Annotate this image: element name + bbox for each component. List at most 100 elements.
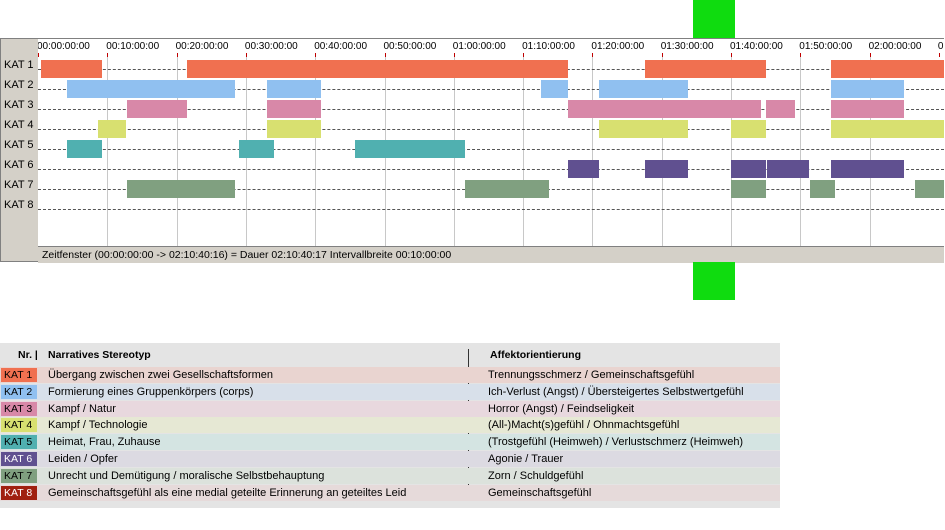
segment-kat-3[interactable] (765, 100, 796, 118)
segment-kat-7[interactable] (464, 180, 550, 198)
grid-line (869, 57, 871, 246)
segment-kat-3[interactable] (568, 100, 762, 118)
affekt-text: Agonie / Trauer (488, 453, 564, 465)
header-nr: Nr. | (18, 349, 38, 361)
time-tick-label: 00:50:00:00 (383, 41, 437, 52)
segment-kat-7[interactable] (126, 180, 235, 198)
stereotyp-text: Leiden / Opfer (48, 453, 118, 465)
affekt-text: Trennungsschmerz / Gemeinschaftsgefühl (488, 369, 695, 381)
segment-kat-5[interactable] (238, 140, 274, 158)
time-tick-mark (869, 53, 871, 57)
segment-kat-6[interactable] (731, 160, 766, 178)
time-tick-mark (453, 53, 455, 57)
grid-line (523, 57, 525, 246)
segment-kat-5[interactable] (67, 140, 103, 158)
segment-kat-2[interactable] (267, 80, 322, 98)
time-tick-mark (245, 53, 247, 57)
legend-table: Nr. | Narratives Stereotyp Affektorienti… (0, 343, 780, 508)
segment-kat-4[interactable] (98, 120, 126, 138)
legend-row: KAT 6 Leiden / Opfer Agonie / Trauer (0, 451, 780, 467)
time-tick-label: 01:20:00:00 (591, 41, 645, 52)
legend-row: KAT 7 Unrecht und Demütigung / moralische… (0, 467, 780, 484)
segment-kat-6[interactable] (830, 160, 905, 178)
grid-line (315, 57, 317, 246)
affekt-text: Horror (Angst) / Feindseligkeit (488, 402, 635, 415)
segment-kat-1[interactable] (830, 60, 944, 78)
category-badge: KAT 3 (1, 401, 37, 416)
segment-kat-2[interactable] (67, 80, 235, 98)
row-label-kat-7: KAT 7 (4, 179, 34, 191)
grid-line (731, 57, 732, 246)
segment-kat-7[interactable] (810, 180, 835, 198)
segment-kat-1[interactable] (186, 60, 569, 78)
row-guide-line (38, 129, 944, 130)
legend-row: KAT 3 Kampf / Natur Horror (Angst) / Feind… (0, 400, 780, 417)
row-label-kat-8: KAT 8 (4, 199, 34, 211)
segment-kat-4[interactable] (599, 120, 689, 138)
segment-kat-2[interactable] (830, 80, 905, 98)
row-label-kat-4: KAT 4 (4, 119, 34, 131)
row-guide-line (38, 149, 944, 150)
time-tick-mark (592, 53, 594, 57)
category-badge: KAT 4 (1, 418, 37, 433)
time-tick-label: 0 (937, 41, 944, 52)
playhead-marker-bottom[interactable] (693, 262, 735, 300)
time-tick-label: 00:00:00:00 (38, 41, 90, 52)
time-tick-label: 00:30:00:00 (244, 41, 298, 52)
segment-kat-1[interactable] (41, 60, 103, 78)
stereotyp-text: Heimat, Frau, Zuhause (48, 436, 161, 449)
timeline-track[interactable] (38, 57, 944, 246)
time-tick-label: 00:40:00:00 (314, 41, 368, 52)
segment-kat-3[interactable] (126, 100, 187, 118)
segment-kat-3[interactable] (267, 100, 322, 118)
time-tick-label: 01:00:00:00 (452, 41, 506, 52)
time-tick-label: 01:40:00:00 (730, 41, 783, 52)
time-tick-mark (384, 53, 386, 57)
row-label-kat-6: KAT 6 (4, 159, 34, 171)
segment-kat-2[interactable] (541, 80, 569, 98)
segment-kat-3[interactable] (830, 100, 905, 118)
grid-line (176, 57, 178, 246)
segment-kat-2[interactable] (599, 80, 689, 98)
stereotyp-text: Unrecht und Demütigung / moralische Selb… (48, 469, 325, 482)
grid-line (107, 57, 109, 246)
row-guide-line (38, 169, 944, 170)
segment-kat-4[interactable] (830, 120, 944, 138)
grid-line (800, 57, 802, 246)
segment-kat-6[interactable] (645, 160, 689, 178)
category-badge: KAT 6 (1, 452, 37, 466)
segment-kat-7[interactable] (731, 180, 766, 198)
segment-kat-6[interactable] (568, 160, 600, 178)
affekt-text: (All-)Macht(s)gefühl / Ohnmachtsgefühl (488, 419, 680, 432)
segment-kat-1[interactable] (645, 60, 766, 78)
segment-kat-7[interactable] (914, 180, 944, 198)
category-badge: KAT 7 (1, 468, 37, 483)
segment-kat-4[interactable] (267, 120, 322, 138)
row-guide-line (38, 109, 944, 110)
header-stereotyp: Narratives Stereotyp (48, 349, 151, 361)
row-label-kat-5: KAT 5 (4, 139, 34, 151)
time-tick-mark (938, 53, 940, 57)
time-tick-mark (800, 53, 802, 57)
time-tick-mark (176, 53, 178, 57)
time-tick-label: 01:50:00:00 (799, 41, 853, 52)
segment-kat-4[interactable] (731, 120, 766, 138)
header-affekt: Affektorientierung (490, 349, 582, 361)
segment-kat-5[interactable] (354, 140, 465, 158)
time-tick-mark (107, 53, 109, 57)
affekt-text: (Trostgefühl (Heimweh) / Verlustschmerz … (488, 436, 744, 449)
time-tick-mark (523, 53, 525, 57)
stereotyp-text: Kampf / Natur (48, 402, 116, 415)
time-tick-mark (661, 53, 663, 57)
segment-kat-6[interactable] (767, 160, 810, 178)
affekt-text: Zorn / Schuldgefühl (488, 469, 584, 482)
time-tick-mark (38, 53, 39, 57)
grid-line (661, 57, 663, 246)
affekt-text: Gemeinschaftsgefühl (488, 486, 592, 499)
playhead-marker-top[interactable] (693, 0, 735, 38)
time-tick-label: 00:20:00:00 (175, 41, 229, 52)
stereotyp-text: Übergang zwischen zwei Gesellschaftsform… (48, 369, 273, 381)
